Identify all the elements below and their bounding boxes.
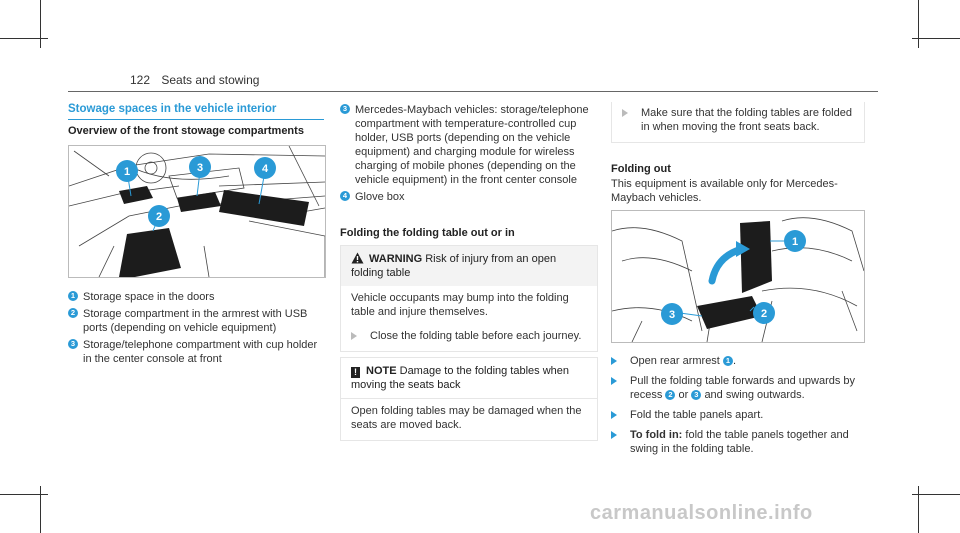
- step-item: Open rear armrest 1.: [611, 354, 865, 368]
- warning-head: WARNING Risk of injury from an open fold…: [341, 246, 597, 286]
- folding-table-figure: 1 2 3: [611, 210, 865, 343]
- front-stowage-figure: 1 3 4 2: [68, 145, 326, 278]
- note-head: ! NOTE Damage to the folding tables when …: [341, 358, 597, 398]
- note-icon: !: [351, 367, 360, 378]
- folding-table-shape: [740, 221, 772, 293]
- warning-text: Risk of injury from an open folding tabl…: [351, 253, 557, 279]
- marker-3: 3: [197, 162, 203, 174]
- step-arrow-icon: [611, 411, 617, 419]
- page-number: 122: [130, 73, 151, 87]
- section-heading: Stowage spaces in the vehicle interior: [68, 103, 277, 115]
- note-label: NOTE: [366, 365, 397, 377]
- crop-mark: [40, 486, 41, 533]
- note-text: Damage to the folding tables when moving…: [351, 365, 570, 391]
- figure-markers: 1 2 3: [661, 230, 806, 325]
- folding-out-text: This equipment is available only for Mer…: [611, 178, 838, 204]
- figure-markers: 1 3 4 2: [116, 156, 276, 227]
- crop-mark: [918, 486, 919, 533]
- crop-mark: [912, 38, 960, 39]
- header-rule: [68, 91, 878, 92]
- ensure-step-text: Make sure that the folding tables are fo…: [641, 107, 852, 133]
- crop-mark: [918, 0, 919, 48]
- folding-out-steps: Open rear armrest 1. Pull the folding ta…: [611, 354, 865, 462]
- crop-mark: [40, 0, 41, 48]
- step-arrow-icon: [622, 109, 628, 117]
- armrest-recess-shape: [697, 296, 762, 329]
- step-item: Fold the table panels apart.: [611, 408, 865, 422]
- ensure-step-box: Make sure that the folding tables are fo…: [611, 102, 865, 143]
- warning-step: Close the folding table before each jour…: [341, 324, 597, 351]
- crop-mark: [0, 494, 48, 495]
- armrest-shape: [119, 228, 181, 277]
- folding-out-heading: Folding out: [611, 163, 671, 175]
- step-arrow-icon: [611, 431, 617, 439]
- note-body: Open folding tables may be damaged when …: [351, 405, 582, 431]
- step-arrow-icon: [611, 377, 617, 385]
- note-separator: [341, 398, 597, 399]
- step-arrow-icon: [351, 332, 357, 340]
- section-rule: [68, 119, 324, 120]
- marker-1: 1: [124, 166, 130, 178]
- folding-table-illustration: 1 2 3: [612, 217, 864, 342]
- marker-1: 1: [792, 236, 798, 248]
- door-storage-shape: [119, 186, 153, 204]
- warning-icon: [351, 252, 364, 264]
- warning-body: Vehicle occupants may bump into the fold…: [351, 292, 569, 318]
- folding-table-heading: Folding the folding table out or in: [340, 227, 515, 239]
- page-header: 122 Seats and stowing: [130, 73, 259, 87]
- console-storage-shape: [177, 192, 221, 212]
- glove-box-shape: [219, 190, 309, 226]
- marker-2: 2: [761, 308, 767, 320]
- step-item: To fold in: fold the table panels togeth…: [611, 428, 865, 456]
- note-box: ! NOTE Damage to the folding tables when …: [340, 357, 598, 441]
- marker-3: 3: [669, 309, 675, 321]
- page-section-title: Seats and stowing: [161, 73, 260, 87]
- crop-mark: [0, 38, 48, 39]
- marker-4: 4: [262, 163, 269, 175]
- crop-mark: [912, 494, 960, 495]
- marker-2: 2: [156, 211, 162, 223]
- interior-illustration: 1 3 4 2: [69, 146, 325, 277]
- overview-heading: Overview of the front stowage compartmen…: [68, 125, 304, 137]
- warning-label: WARNING: [369, 253, 423, 265]
- warning-box: WARNING Risk of injury from an open fold…: [340, 245, 598, 352]
- step-arrow-icon: [611, 357, 617, 365]
- step-item: Pull the folding table forwards and upwa…: [611, 374, 865, 402]
- watermark: carmanualsonline.info: [590, 502, 813, 524]
